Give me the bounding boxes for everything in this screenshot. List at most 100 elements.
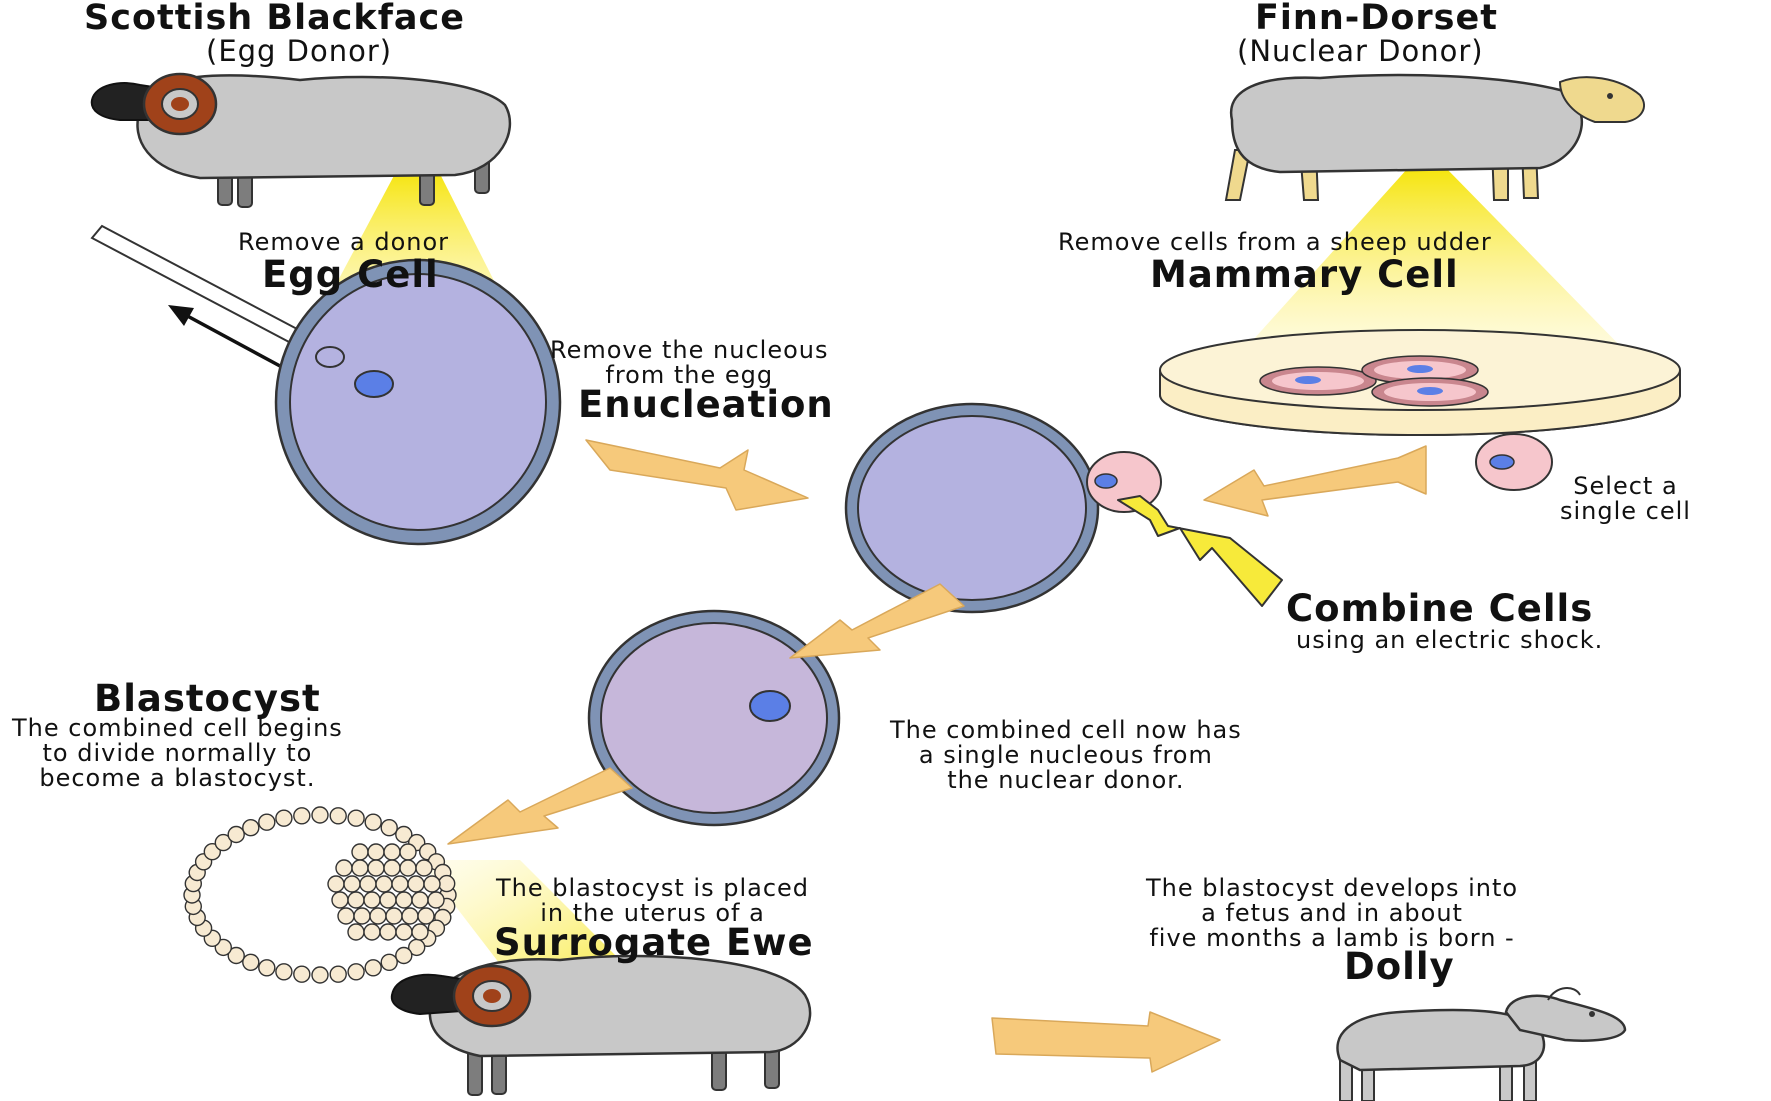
nuclear-donor-title: Finn-Dorset xyxy=(1255,0,1498,37)
blastocyst-cell xyxy=(344,876,360,892)
blastocyst-cell xyxy=(439,876,455,892)
blastocyst-cell xyxy=(380,924,396,940)
egg-step-heading: Egg Cell xyxy=(262,256,439,295)
blastocyst-cell xyxy=(243,820,259,836)
blastocyst-cell xyxy=(365,814,381,830)
blastocyst-cell xyxy=(354,908,370,924)
egg-donor-subtitle: (Egg Donor) xyxy=(206,36,392,66)
blastocyst-cell xyxy=(336,860,352,876)
blastocyst-cell xyxy=(330,808,346,824)
blastocyst-cell xyxy=(402,908,418,924)
blastocyst-cell xyxy=(376,876,392,892)
dolly-caption-line-1: The blastocyst develops into xyxy=(1146,876,1518,901)
combined-cell-note: The combined cell now has a single nucle… xyxy=(890,718,1242,794)
egg-donor-title: Scottish Blackface xyxy=(84,0,465,37)
blastocyst-cell xyxy=(396,948,412,964)
petri-dish-icon xyxy=(1160,330,1680,435)
selected-mammary-cell-icon xyxy=(1476,434,1552,490)
dolly-caption-line-2: a fetus and in about xyxy=(1146,901,1518,926)
scottish-blackface-sheep-icon xyxy=(92,74,510,207)
blastocyst-cell xyxy=(392,876,408,892)
blastocyst-cell xyxy=(380,892,396,908)
blastocyst-cell xyxy=(424,876,440,892)
blastocyst-cell xyxy=(364,924,380,940)
combined-cell-note-line-3: the nuclear donor. xyxy=(890,768,1242,793)
blastocyst-cell xyxy=(412,924,428,940)
blastocyst-cell xyxy=(352,844,368,860)
blastocyst-cell xyxy=(348,924,364,940)
blastocyst-caption-line-1: The combined cell begins xyxy=(12,716,343,741)
enucleation-heading: Enucleation xyxy=(578,386,834,425)
arrow-egg-to-enucleated xyxy=(586,440,808,510)
blastocyst-cell xyxy=(428,892,444,908)
dolly-lamb-icon xyxy=(1338,988,1626,1101)
blastocyst-cell xyxy=(328,876,344,892)
blastocyst-cell xyxy=(418,908,434,924)
select-cell-caption: Select a single cell xyxy=(1560,474,1691,524)
mammary-step-caption: Remove cells from a sheep udder xyxy=(1058,230,1492,255)
egg-cell-icon xyxy=(276,260,560,544)
blastocyst-cell xyxy=(408,876,424,892)
surrogate-caption-line-1: The blastocyst is placed xyxy=(496,876,809,901)
blastocyst-cell xyxy=(384,860,400,876)
blastocyst-cell xyxy=(259,960,275,976)
arrow-enucleated-to-combined xyxy=(790,584,964,658)
enucleation-caption-line-1: Remove the nucleous xyxy=(550,338,829,363)
combine-cells-caption: using an electric shock. xyxy=(1296,628,1603,653)
combine-cells-heading: Combine Cells xyxy=(1286,590,1593,629)
combined-cell-note-line-1: The combined cell now has xyxy=(890,718,1242,743)
blastocyst-cell xyxy=(396,892,412,908)
blastocyst-cell xyxy=(330,966,346,982)
blastocyst-cell xyxy=(360,876,376,892)
arrow-combined-to-blastocyst xyxy=(448,768,632,844)
blastocyst-cell xyxy=(384,844,400,860)
blastocyst-cell xyxy=(348,810,364,826)
blastocyst-cell xyxy=(370,908,386,924)
blastocyst-cell xyxy=(312,807,328,823)
blastocyst-cell xyxy=(228,827,244,843)
dolly-caption: The blastocyst develops into a fetus and… xyxy=(1146,876,1518,952)
combined-cell-icon xyxy=(589,611,839,825)
arrow-surrogate-to-dolly xyxy=(992,1012,1220,1072)
blastocyst-caption-line-3: become a blastocyst. xyxy=(12,766,343,791)
blastocyst-cell xyxy=(381,820,397,836)
blastocyst-cell xyxy=(294,808,310,824)
blastocyst-cell xyxy=(416,860,432,876)
blastocyst-cell xyxy=(368,844,384,860)
blastocyst-cell xyxy=(259,814,275,830)
blastocyst-cell xyxy=(348,964,364,980)
dolly-heading: Dolly xyxy=(1344,948,1455,987)
enucleation-caption: Remove the nucleous from the egg xyxy=(550,338,829,388)
blastocyst-cell xyxy=(243,954,259,970)
blastocyst-cell xyxy=(400,844,416,860)
blastocyst-cell xyxy=(386,908,402,924)
blastocyst-cell xyxy=(364,892,380,908)
blastocyst-cell xyxy=(348,892,364,908)
blastocyst-cell xyxy=(365,960,381,976)
blastocyst-cell xyxy=(276,964,292,980)
select-cell-caption-line-1: Select a xyxy=(1560,474,1691,499)
egg-step-caption: Remove a donor xyxy=(238,230,449,255)
blastocyst-cell xyxy=(332,892,348,908)
enucleated-egg-icon xyxy=(846,404,1098,612)
surrogate-heading: Surrogate Ewe xyxy=(494,924,814,963)
combined-cell-note-line-2: a single nucleous from xyxy=(890,743,1242,768)
select-cell-caption-line-2: single cell xyxy=(1560,499,1691,524)
blastocyst-cell xyxy=(294,966,310,982)
blastocyst-icon xyxy=(184,807,456,983)
blastocyst-cell xyxy=(338,908,354,924)
blastocyst-caption-line-2: to divide normally to xyxy=(12,741,343,766)
mammary-step-heading: Mammary Cell xyxy=(1150,256,1459,295)
blastocyst-cell xyxy=(368,860,384,876)
surrogate-ewe-sheep-icon xyxy=(392,956,810,1095)
blastocyst-cell xyxy=(400,860,416,876)
blastocyst-caption: The combined cell begins to divide norma… xyxy=(12,716,343,792)
surrogate-caption: The blastocyst is placed in the uterus o… xyxy=(496,876,809,926)
blastocyst-cell xyxy=(352,860,368,876)
blastocyst-cell xyxy=(381,954,397,970)
arrow-cell-to-enucleated xyxy=(1204,446,1426,516)
blastocyst-cell xyxy=(412,892,428,908)
blastocyst-cell xyxy=(276,810,292,826)
nuclear-donor-subtitle: (Nuclear Donor) xyxy=(1237,36,1484,66)
blastocyst-cell xyxy=(396,924,412,940)
